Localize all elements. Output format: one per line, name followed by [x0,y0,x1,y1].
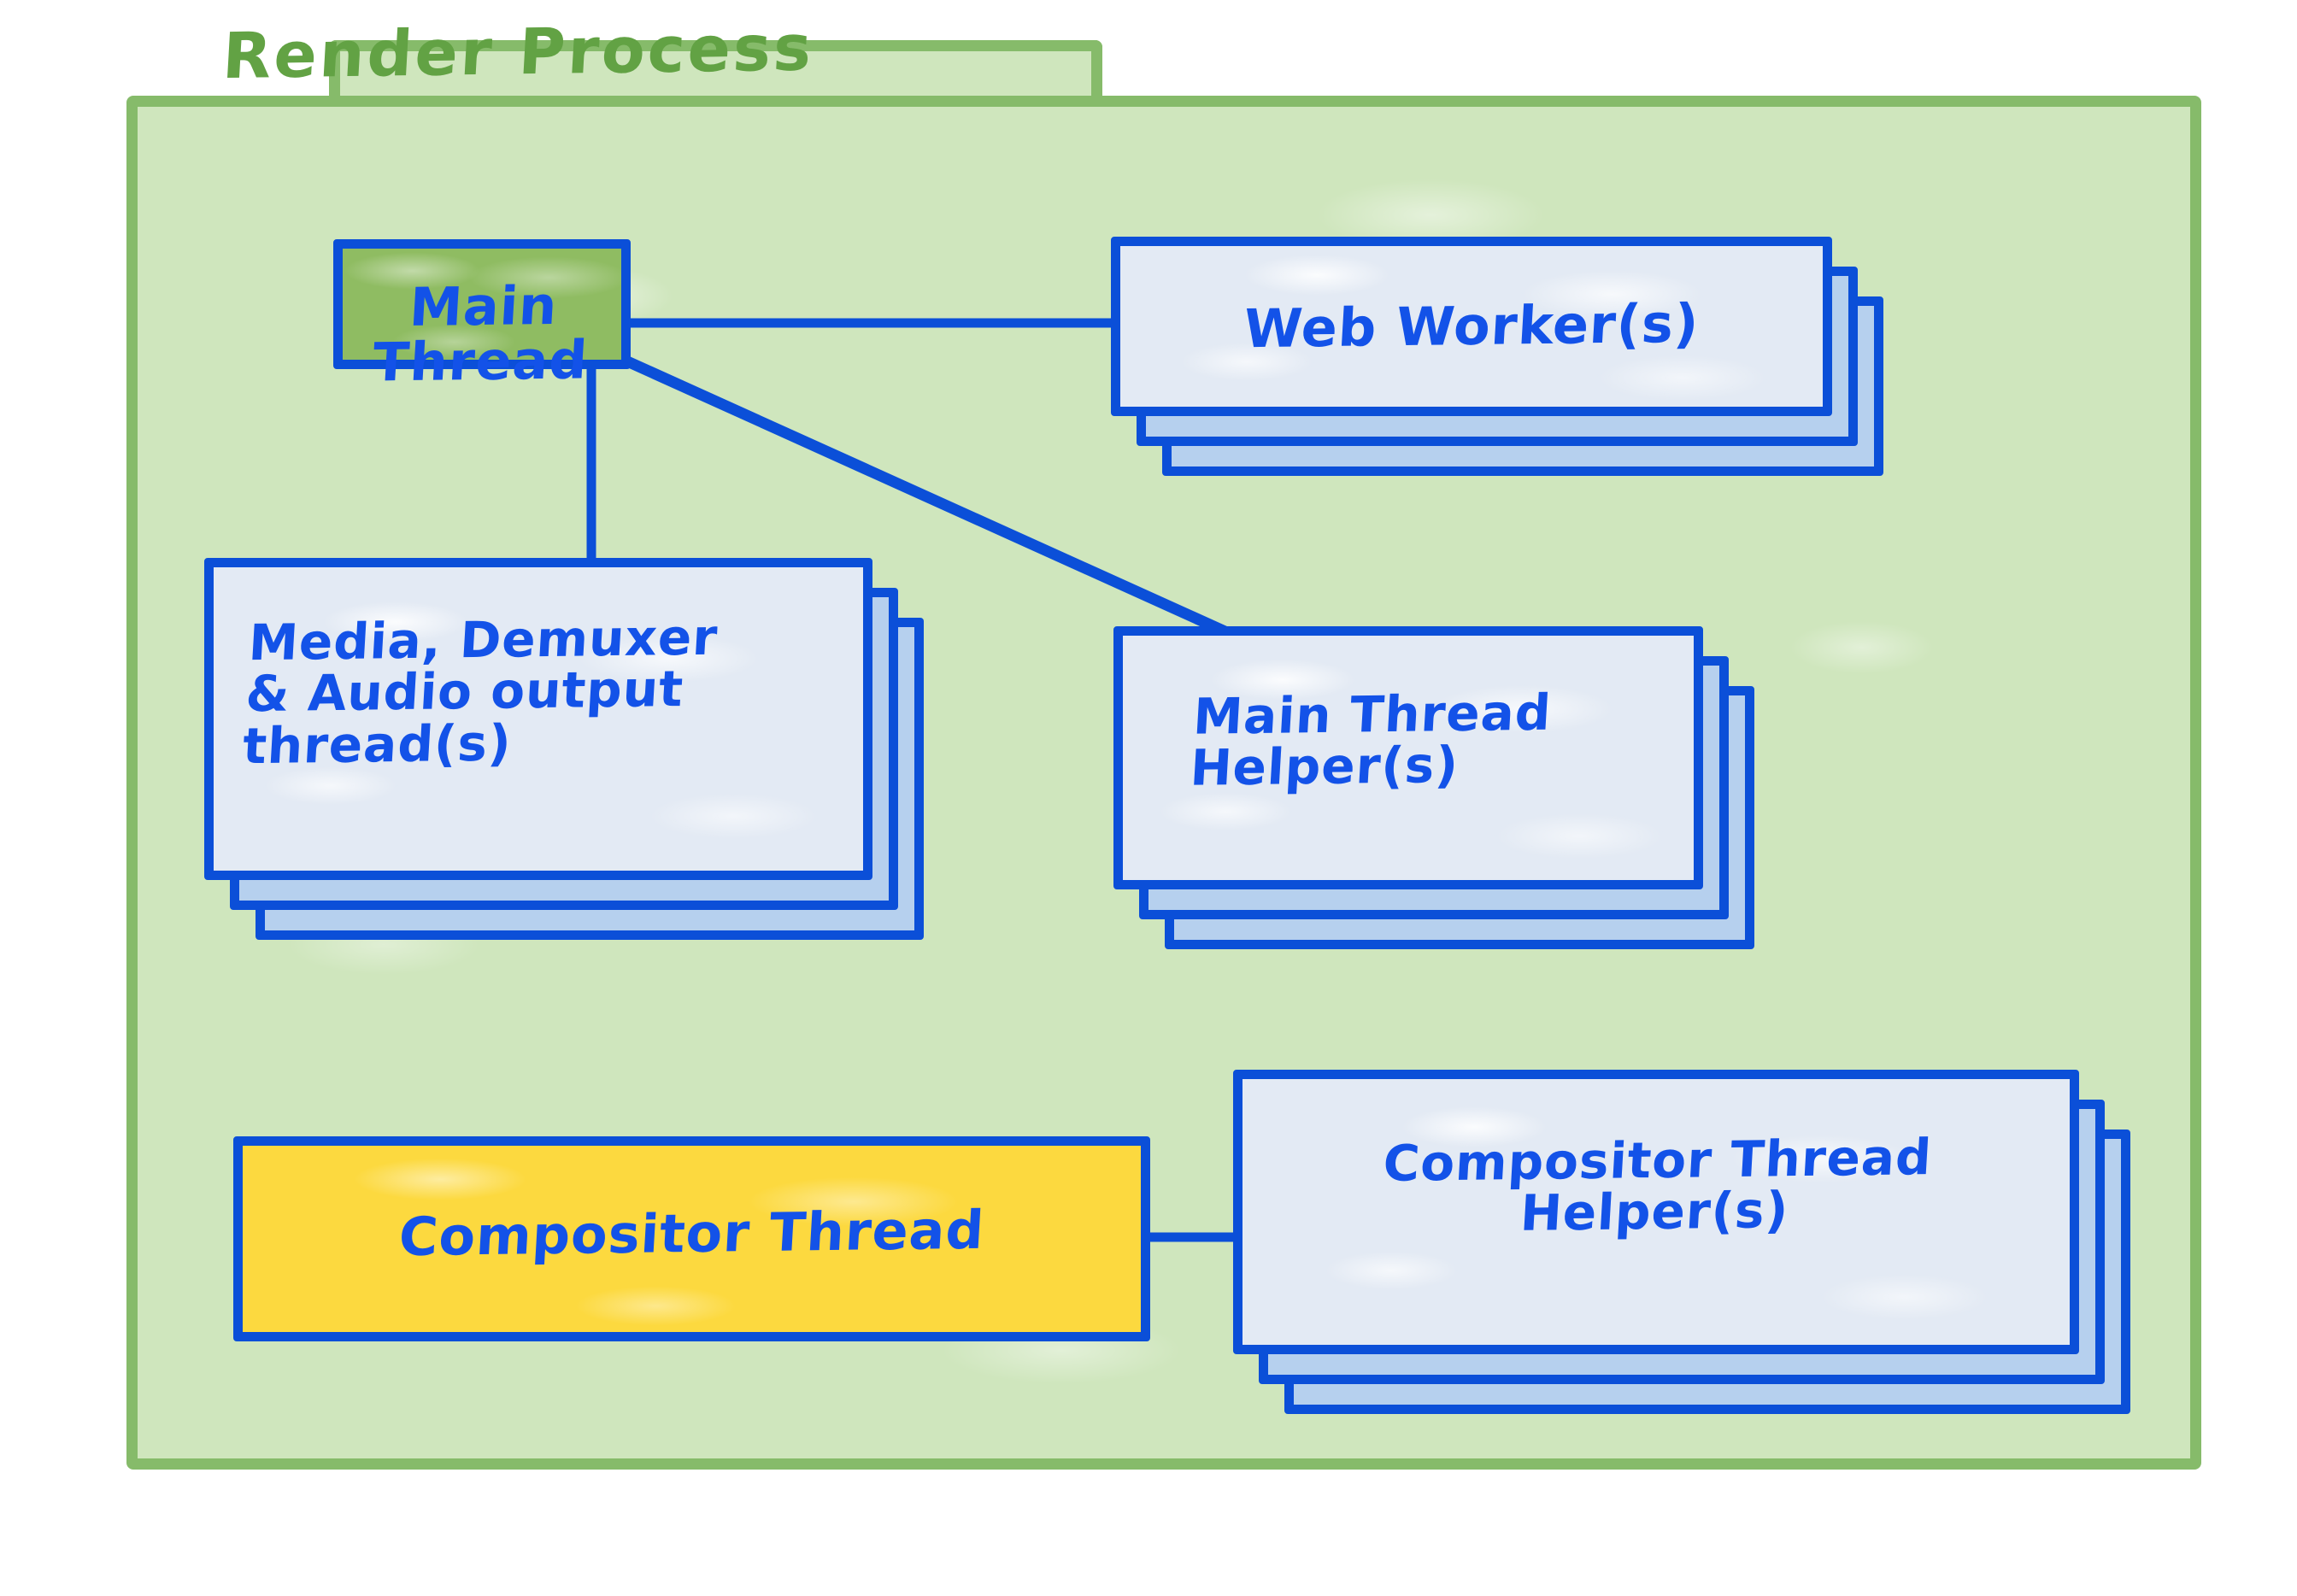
node-web-worker[interactable] [1111,237,1931,484]
render-process-title: Render Process [220,11,816,94]
compositor-thread-card [233,1136,1150,1341]
compositor-helper-card-front [1233,1070,2079,1354]
web-worker-card-front [1111,237,1832,416]
node-compositor-thread[interactable] [233,1136,1150,1341]
main-thread-card [333,239,631,369]
media-card-front [204,558,872,880]
main-thread-helper-card-front [1113,626,1703,889]
node-main-thread-helper[interactable] [1113,626,1797,959]
node-compositor-thread-helper[interactable] [1233,1070,2182,1429]
node-media-demuxer-audio[interactable] [204,558,973,951]
node-main-thread[interactable] [333,239,631,369]
